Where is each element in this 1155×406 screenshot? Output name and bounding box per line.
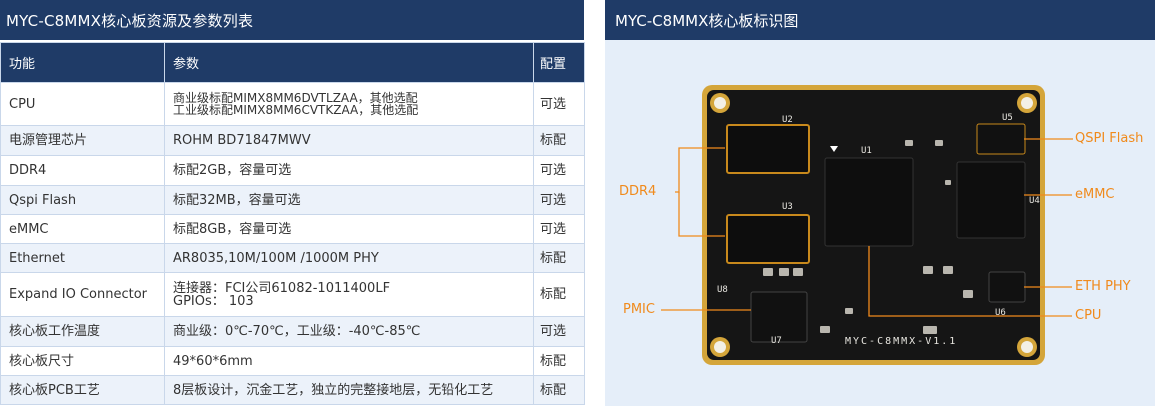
param-line: 连接器：FCI公司61082-1011400LF [173, 280, 391, 296]
row-params: 连接器：FCI公司61082-1011400LF GPIOs： 103 [164, 272, 534, 317]
spec-panel-title: MYC-C8MMX核心板资源及参数列表 [0, 0, 584, 40]
refdes-u6: U6 [995, 308, 1006, 318]
row-params: AR8035,10M/100M /1000M PHY [164, 243, 534, 273]
row-feature: Qspi Flash [0, 185, 165, 215]
table-row: DDR4 标配2GB，容量可选 可选 [0, 155, 585, 186]
row-params: 标配32MB，容量可选 [164, 185, 534, 215]
row-config: 标配 [533, 125, 585, 156]
row-config: 标配 [533, 346, 585, 376]
callout-leaders [661, 138, 1073, 317]
row-feature: Ethernet [0, 243, 165, 273]
refdes-u1: U1 [861, 146, 872, 156]
param-line: 工业级标配MIMX8MM6CVTKZAA，其他选配 [173, 103, 419, 117]
param-line: ROHM BD71847MWV [173, 133, 311, 148]
param-line: GPIOs： 103 [173, 293, 254, 309]
callout-qspi-flash: QSPI Flash [1075, 131, 1144, 146]
row-params: 8层板设计，沉金工艺，独立的完整接地层，无铅化工艺 [164, 375, 534, 405]
cpu-pin1-marker [830, 146, 838, 152]
refdes-u2: U2 [782, 115, 793, 125]
refdes-u3: U3 [782, 202, 793, 212]
mounting-holes [710, 93, 1037, 357]
column-header-feature: 功能 [0, 42, 165, 83]
row-feature: 核心板工作温度 [0, 316, 165, 347]
eth-phy-chip [988, 271, 1026, 303]
param-line: 8层板设计，沉金工艺，独立的完整接地层，无铅化工艺 [173, 382, 494, 398]
param-line: 标配8GB，容量可选 [173, 221, 292, 237]
row-config: 可选 [533, 155, 585, 186]
row-feature: eMMC [0, 214, 165, 244]
row-params: 商业级：0℃-70℃，工业级：-40℃-85℃ [164, 316, 534, 347]
param-line: 49*60*6mm [173, 353, 253, 369]
table-row: Qspi Flash 标配32MB，容量可选 可选 [0, 185, 585, 215]
row-feature: 核心板尺寸 [0, 346, 165, 376]
table-row: eMMC 标配8GB，容量可选 可选 [0, 214, 585, 244]
ddr4-chip-bottom [726, 214, 810, 264]
table-row: 核心板PCB工艺 8层板设计，沉金工艺，独立的完整接地层，无铅化工艺 标配 [0, 375, 585, 405]
row-params: 49*60*6mm [164, 346, 534, 376]
row-feature: CPU [0, 82, 165, 126]
board-silk-label: MYC-C8MMX-V1.1 [845, 336, 958, 347]
spec-panel: MYC-C8MMX核心板资源及参数列表 功能 参数 配置 CPU 商业级标配MI… [0, 0, 585, 406]
emmc-chip [956, 161, 1026, 239]
callout-cpu: CPU [1075, 308, 1102, 323]
table-row: 电源管理芯片 ROHM BD71847MWV 标配 [0, 125, 585, 156]
column-header-params: 参数 [164, 42, 534, 83]
row-params: 标配2GB，容量可选 [164, 155, 534, 186]
row-feature: DDR4 [0, 155, 165, 186]
callout-emmc: eMMC [1075, 187, 1115, 202]
ddr4-chip-top [726, 124, 810, 174]
pmic-chip [750, 291, 808, 343]
row-params: 商业级标配MIMX8MM6DVTLZAA，其他选配 工业级标配MIMX8MM6C… [164, 82, 534, 126]
cpu-chip [824, 157, 914, 247]
board-panel-title: MYC-C8MMX核心板标识图 [605, 0, 1155, 40]
refdes-u7: U7 [771, 336, 782, 346]
row-params: ROHM BD71847MWV [164, 125, 534, 156]
refdes-u5: U5 [1002, 113, 1013, 123]
callout-pmic: PMIC [623, 302, 655, 317]
board-illustration [661, 85, 1073, 365]
table-row: Ethernet AR8035,10M/100M /1000M PHY 标配 [0, 243, 585, 273]
row-feature: 核心板PCB工艺 [0, 375, 165, 405]
row-config: 可选 [533, 316, 585, 347]
table-row: 核心板工作温度 商业级：0℃-70℃，工业级：-40℃-85℃ 可选 [0, 316, 585, 347]
table-row: Expand IO Connector 连接器：FCI公司61082-10114… [0, 272, 585, 317]
param-line: 标配32MB，容量可选 [173, 192, 301, 208]
row-config: 可选 [533, 214, 585, 244]
param-line: AR8035,10M/100M /1000M PHY [173, 250, 379, 266]
param-line: 商业级标配MIMX8MM6DVTLZAA，其他选配 [173, 91, 418, 105]
table-row: 核心板尺寸 49*60*6mm 标配 [0, 346, 585, 376]
callout-eth-phy: ETH PHY [1075, 279, 1131, 294]
table-row: CPU 商业级标配MIMX8MM6DVTLZAA，其他选配 工业级标配MIMX8… [0, 82, 585, 126]
table-header-row: 功能 参数 配置 [0, 42, 585, 83]
row-config: 标配 [533, 243, 585, 273]
row-params: 标配8GB，容量可选 [164, 214, 534, 244]
refdes-u8: U8 [717, 285, 728, 295]
row-feature: Expand IO Connector [0, 272, 165, 317]
column-header-config: 配置 [533, 42, 585, 83]
row-config: 标配 [533, 272, 585, 317]
spec-table: 功能 参数 配置 CPU 商业级标配MIMX8MM6DVTLZAA，其他选配 工… [0, 42, 585, 405]
qspi-chip [976, 123, 1026, 155]
callout-ddr4: DDR4 [619, 184, 657, 199]
row-config: 可选 [533, 185, 585, 215]
refdes-u4: U4 [1029, 196, 1040, 206]
row-feature: 电源管理芯片 [0, 125, 165, 156]
param-line: 商业级：0℃-70℃，工业级：-40℃-85℃ [173, 324, 421, 339]
param-line: 标配2GB，容量可选 [173, 163, 292, 178]
row-config: 可选 [533, 82, 585, 126]
board-image-area: U2 U1 U3 U5 U4 U6 U7 U8 MYC-C8MMX-V1.1 Q… [605, 40, 1155, 406]
board-panel: MYC-C8MMX核心板标识图 [605, 0, 1155, 406]
row-config: 标配 [533, 375, 585, 405]
passive-components [763, 140, 973, 334]
